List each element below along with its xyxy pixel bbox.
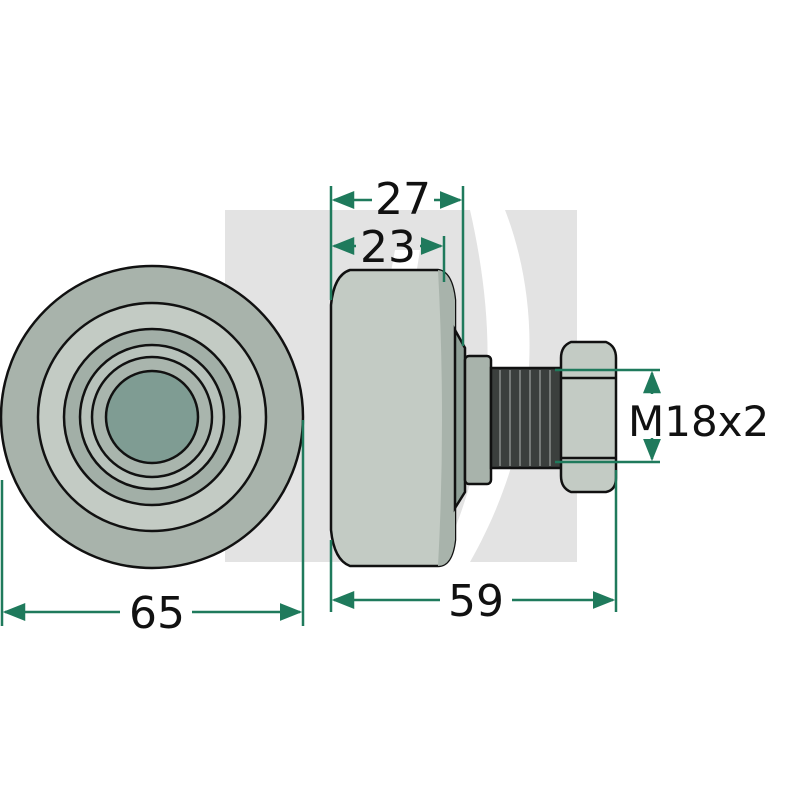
thread-shank	[489, 366, 565, 470]
hub	[104, 369, 200, 465]
hex-nut	[559, 340, 618, 494]
dim-label-overall-length: 59	[448, 576, 504, 627]
dimension-lines	[0, 186, 661, 626]
dim-label-width-flange: 27	[375, 174, 431, 225]
dim-label-outer-diameter: 65	[129, 588, 185, 639]
thread-lines	[499, 370, 551, 466]
dim-label-width-body: 23	[360, 222, 416, 273]
flange	[453, 325, 467, 513]
roller-face-shade	[438, 270, 455, 566]
hub-collar	[463, 354, 493, 486]
roller-body	[329, 268, 457, 568]
dim-label-thread: M18x2	[628, 397, 769, 446]
roller-side-view	[329, 268, 618, 568]
roller-front-view	[0, 264, 305, 570]
